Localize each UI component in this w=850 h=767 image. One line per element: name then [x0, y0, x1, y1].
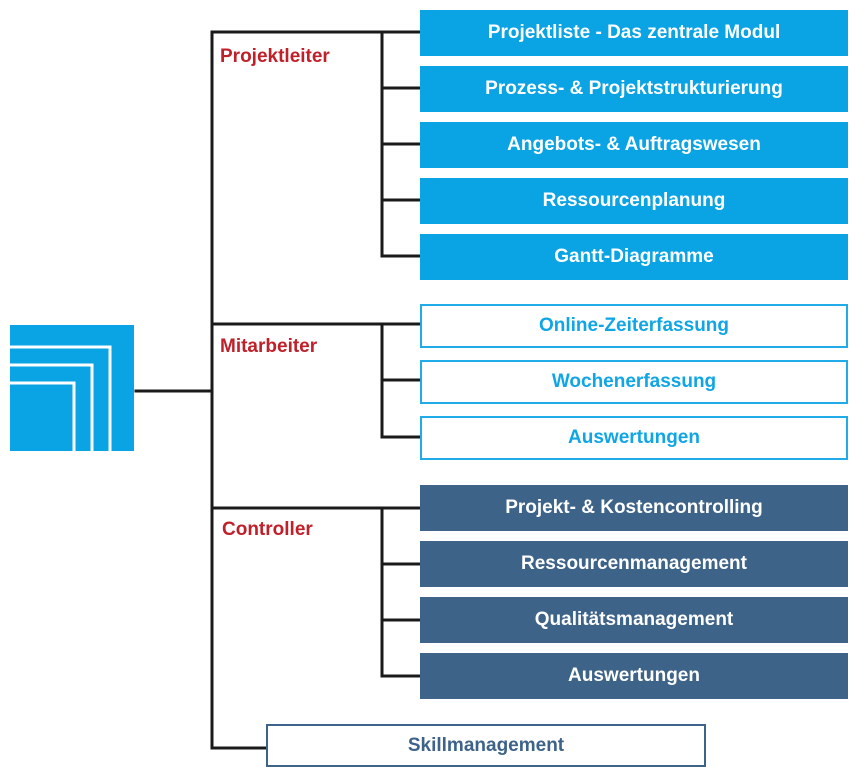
role-label-controller: Controller — [222, 519, 313, 540]
module-label: Projektliste - Das zentrale Modul — [487, 22, 781, 43]
module-label: Gantt-Diagramme — [554, 246, 714, 267]
module-label: Skillmanagement — [407, 734, 565, 756]
module-box-angebots-auftragswesen: Angebots- & Auftragswesen — [420, 122, 848, 168]
module-label: Ressourcenmanagement — [521, 553, 747, 574]
module-box-qualitaetsmanagement: Qualitätsmanagement — [420, 597, 848, 643]
module-label: Angebots- & Auftragswesen — [507, 134, 761, 155]
module-label: Prozess- & Projektstrukturierung — [485, 78, 783, 99]
module-box-auswertungen-controller: Auswertungen — [420, 653, 848, 699]
module-box-gantt-diagramme: Gantt-Diagramme — [420, 234, 848, 280]
module-label: Auswertungen — [568, 427, 700, 448]
module-label: Projekt- & Kostencontrolling — [505, 497, 763, 518]
nested-squares-logo-icon — [10, 325, 134, 451]
module-box-projekt-kostencontrolling: Projekt- & Kostencontrolling — [420, 485, 848, 531]
module-box-online-zeiterfassung: Online-Zeiterfassung — [420, 304, 848, 348]
module-box-projektliste: Projektliste - Das zentrale Modul — [420, 10, 848, 56]
module-box-auswertungen-mitarbeiter: Auswertungen — [420, 416, 848, 460]
module-box-ressourcenmanagement: Ressourcenmanagement — [420, 541, 848, 587]
module-label: Online-Zeiterfassung — [538, 315, 730, 336]
module-label: Ressourcenplanung — [542, 190, 726, 211]
role-label-mitarbeiter: Mitarbeiter — [220, 336, 318, 357]
module-box-ressourcenplanung: Ressourcenplanung — [420, 178, 848, 224]
role-label-projektleiter: Projektleiter — [220, 46, 330, 67]
module-box-skillmanagement: Skillmanagement — [266, 724, 706, 767]
module-box-prozess-projektstrukturierung: Prozess- & Projektstrukturierung — [420, 66, 848, 112]
module-box-wochenerfassung: Wochenerfassung — [420, 360, 848, 404]
module-label: Auswertungen — [568, 665, 700, 686]
module-label: Qualitätsmanagement — [534, 609, 734, 630]
module-label: Wochenerfassung — [551, 371, 717, 392]
